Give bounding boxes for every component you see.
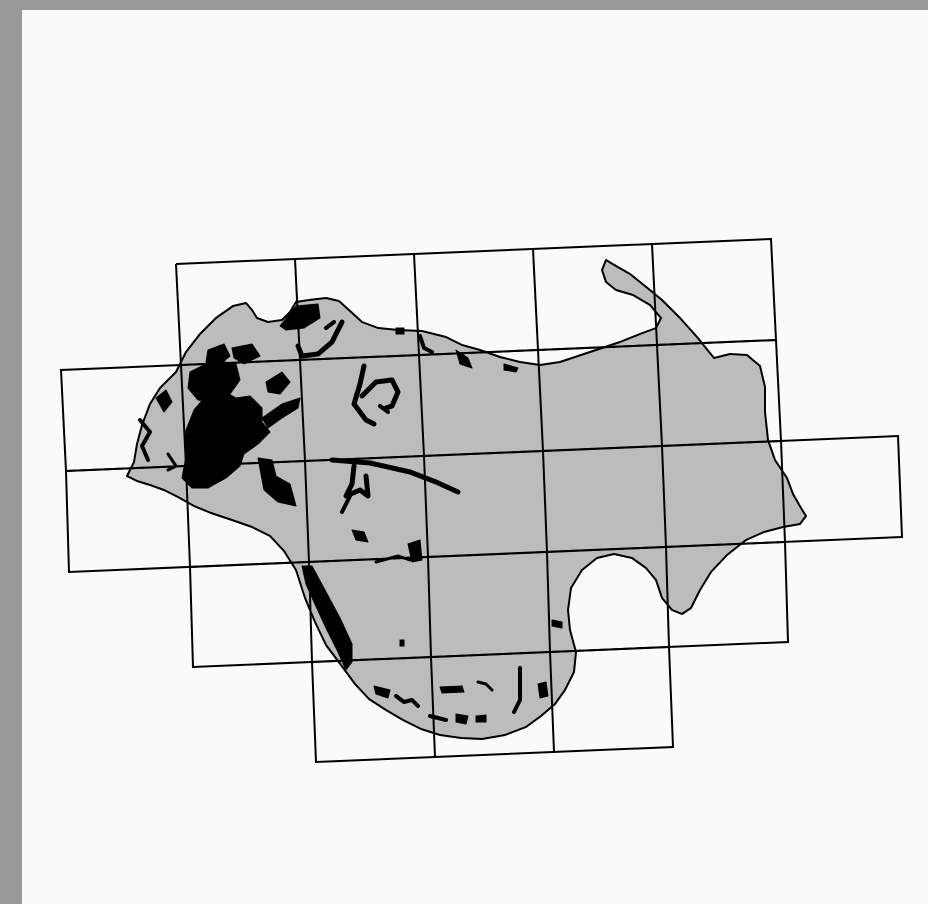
dark-patch bbox=[503, 363, 519, 373]
dark-patch bbox=[475, 714, 487, 723]
dark-patch bbox=[455, 713, 469, 725]
grid-line bbox=[656, 344, 663, 447]
dark-patch bbox=[399, 639, 405, 647]
grid-line bbox=[665, 546, 670, 648]
dark-channel bbox=[340, 494, 352, 514]
grid-row-4-edge bbox=[189, 540, 790, 669]
grid-line bbox=[185, 465, 191, 568]
grid-line bbox=[537, 349, 544, 452]
grid-line bbox=[413, 253, 420, 356]
dark-patch bbox=[395, 327, 405, 335]
grid-line bbox=[532, 248, 539, 351]
grid-line bbox=[549, 651, 555, 753]
grid-line bbox=[299, 359, 306, 462]
grid-line bbox=[308, 561, 313, 663]
dark-patch bbox=[205, 343, 231, 367]
grid-line bbox=[304, 460, 310, 563]
dark-features bbox=[155, 303, 563, 725]
grid-line bbox=[427, 556, 432, 658]
land-mass bbox=[126, 259, 807, 740]
dark-patch bbox=[537, 681, 549, 699]
tile-grid bbox=[59, 237, 904, 764]
western-dark-region bbox=[181, 389, 271, 489]
dark-patch bbox=[261, 397, 301, 429]
northern-dark-patch bbox=[279, 303, 321, 331]
dark-patch bbox=[231, 343, 261, 365]
dark-channel bbox=[351, 363, 377, 427]
dark-channel bbox=[138, 418, 152, 462]
grid-line bbox=[661, 445, 667, 548]
dark-patch bbox=[351, 529, 369, 543]
grid-line bbox=[546, 551, 551, 653]
dark-channel bbox=[359, 377, 401, 411]
grid-line bbox=[418, 354, 425, 457]
grid-line bbox=[430, 656, 436, 758]
dark-channel bbox=[329, 457, 461, 495]
grid-line bbox=[651, 243, 658, 346]
dark-channel bbox=[418, 334, 434, 354]
dark-channel bbox=[394, 694, 420, 708]
grid-line bbox=[542, 450, 548, 553]
dark-channel bbox=[343, 463, 371, 499]
dark-channel bbox=[476, 680, 494, 692]
dark-channels bbox=[138, 319, 522, 722]
dark-channel bbox=[324, 320, 336, 330]
dark-channel bbox=[378, 404, 390, 414]
grid-line bbox=[294, 258, 301, 361]
dark-channel bbox=[295, 319, 345, 359]
dark-channel bbox=[512, 666, 522, 714]
dark-patch bbox=[265, 371, 291, 395]
grid-row-3-edge bbox=[65, 434, 904, 574]
dark-patch bbox=[155, 389, 173, 413]
southern-dark-strip bbox=[301, 565, 353, 671]
grid-line bbox=[780, 440, 786, 543]
dark-patch bbox=[455, 349, 473, 369]
dark-patch bbox=[551, 619, 563, 629]
dark-patch bbox=[373, 685, 391, 699]
grid-line bbox=[423, 455, 429, 558]
dark-patch bbox=[439, 685, 465, 694]
